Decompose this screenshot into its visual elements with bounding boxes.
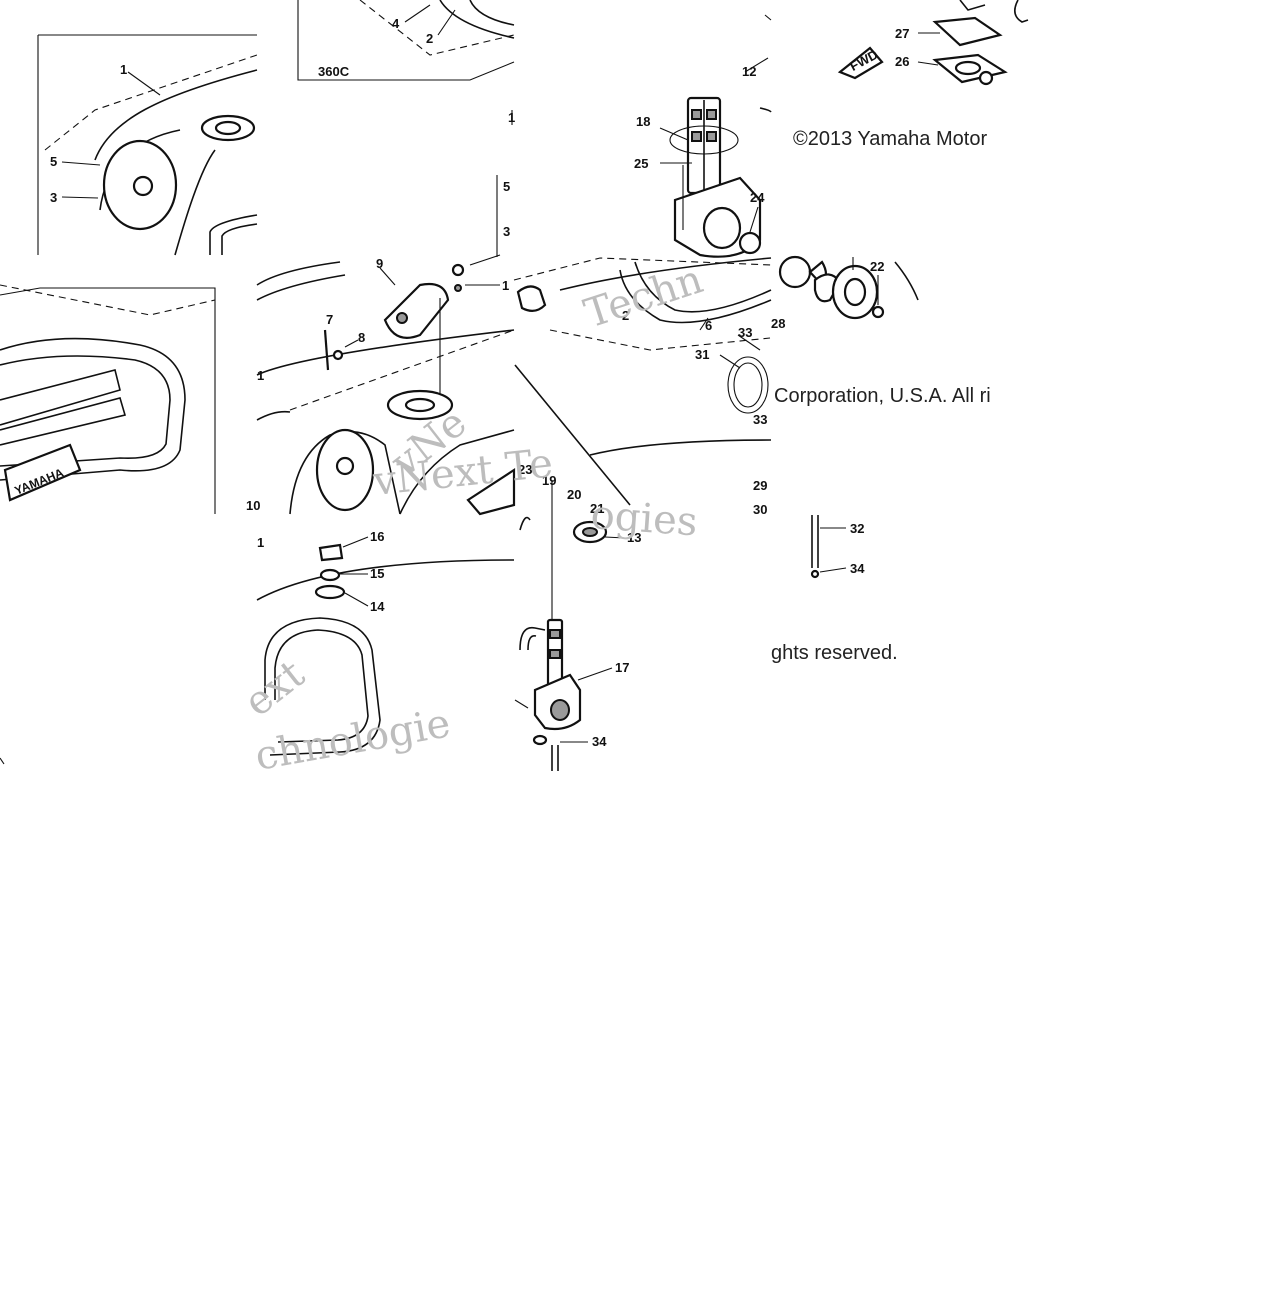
callout-10: 10 (246, 498, 260, 513)
callout-2: 2 (426, 31, 433, 46)
callout-32: 32 (850, 521, 864, 536)
callout-33: 33 (738, 325, 752, 340)
callout-30: 30 (753, 502, 767, 517)
callout-15: 15 (370, 566, 384, 581)
tile-tank-badge: YAMAHA (0, 284, 216, 514)
watermark-fragment-6: chnologie (252, 700, 454, 780)
callout-2b: 2 (622, 308, 629, 323)
callout-34: 34 (850, 561, 865, 576)
callout-1e: 1 (257, 535, 264, 550)
callout-1: 1 (120, 62, 127, 77)
callout-33b: 33 (753, 412, 767, 427)
callout-4: 4 (392, 16, 400, 31)
callouts: 1 5 3 4 2 12 18 25 24 27 26 1 5 3 9 1 7 … (50, 16, 909, 749)
callout-21: 21 (590, 501, 604, 516)
callout-3: 3 (50, 190, 57, 205)
tile-gasket-right: Corporation, U.S.A. All ri (774, 255, 991, 407)
callout-1b: 1 (508, 110, 515, 125)
inset-label-group: 360C (318, 64, 350, 79)
inset-label: 360C (318, 64, 350, 79)
callout-8: 8 (358, 330, 365, 345)
copyright-line-1: ©2013 Yamaha Motor (793, 128, 987, 150)
tile-fuel-cock-lower (514, 439, 772, 771)
callout-17: 17 (615, 660, 629, 675)
callout-34b: 34 (592, 734, 607, 749)
callout-29: 29 (753, 478, 767, 493)
fwd-tag: FWD (837, 46, 884, 80)
callout-18: 18 (636, 114, 650, 129)
callout-25: 25 (634, 156, 648, 171)
tile-blank (0, 757, 5, 765)
tile-hose-pipe: ghts reserved. (771, 515, 898, 664)
callout-1c: 1 (502, 278, 509, 293)
copyright-line-2: Corporation, U.S.A. All ri (774, 385, 991, 407)
callout-7: 7 (326, 312, 333, 327)
watermark-fragment-4: ogies (589, 492, 699, 545)
tile-inset-360c (297, 0, 515, 257)
tile-tank-inner (513, 257, 772, 506)
tile-tank-cap-area (256, 254, 516, 516)
callout-19: 19 (542, 473, 556, 488)
callout-1d: 1 (257, 368, 264, 383)
tile-gaskets-fwd: FWD ©2013 Yamaha Motor (793, 0, 1029, 150)
callout-26: 26 (895, 54, 909, 69)
callout-3b: 3 (503, 224, 510, 239)
callout-24: 24 (750, 190, 765, 205)
callout-20: 20 (567, 487, 581, 502)
tile-fuel-tank-side (37, 34, 258, 256)
callout-14: 14 (370, 599, 385, 614)
callout-6: 6 (705, 318, 712, 333)
callout-16: 16 (370, 529, 384, 544)
callout-22: 22 (870, 259, 884, 274)
callout-9: 9 (376, 256, 383, 271)
callout-27: 27 (895, 26, 909, 41)
callout-31: 31 (695, 347, 709, 362)
callout-28: 28 (771, 316, 785, 331)
copyright-line-3: ghts reserved. (771, 642, 898, 664)
watermark-fragment-1: Techn (579, 256, 708, 337)
callout-23: 23 (518, 462, 532, 477)
callout-12: 12 (742, 64, 756, 79)
tile-fuel-cock-upper (659, 14, 772, 258)
callout-5b: 5 (503, 179, 510, 194)
callout-5: 5 (50, 154, 57, 169)
tile-bolt-washer (256, 536, 515, 756)
watermark-fragment-5: ext (236, 651, 313, 726)
callout-13: 13 (627, 530, 641, 545)
